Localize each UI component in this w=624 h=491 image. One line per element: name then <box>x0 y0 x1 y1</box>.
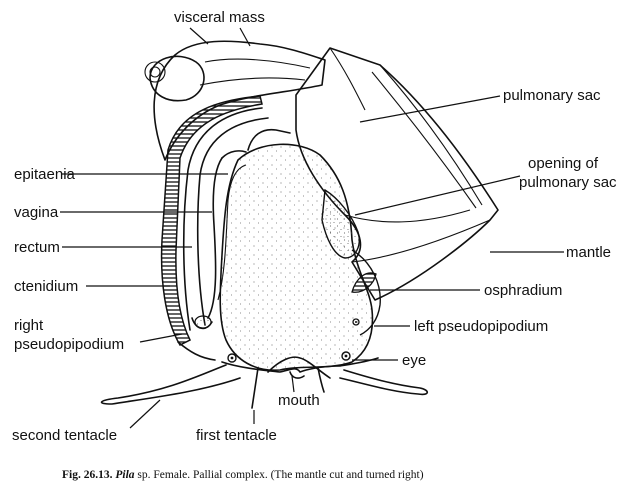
label-left-pseudopipodium: left pseudopipodium <box>414 318 548 335</box>
label-vagina: vagina <box>14 204 59 221</box>
caption-species: Pila <box>115 469 134 481</box>
label-mantle: mantle <box>566 244 611 261</box>
label-epitaenia: epitaenia <box>14 166 76 183</box>
label-right-line1: right <box>14 317 44 334</box>
label-pulmonary-sac: pulmonary sac <box>503 87 601 104</box>
labels: visceral mass pulmonary sac opening of p… <box>12 9 617 444</box>
ctenidium-shape <box>160 95 263 346</box>
mantle-flap <box>295 47 499 301</box>
label-second-tentacle: second tentacle <box>12 427 117 444</box>
label-right-line2: pseudopipodium <box>14 336 124 353</box>
label-mouth: mouth <box>278 392 320 409</box>
label-opening-line1: opening of <box>528 155 599 172</box>
label-rectum: rectum <box>14 239 60 256</box>
specimen-drawing <box>100 40 499 409</box>
head-region <box>100 318 429 409</box>
label-osphradium: osphradium <box>484 282 562 299</box>
caption-fig-number: Fig. 26.13. <box>62 469 113 481</box>
label-first-tentacle: first tentacle <box>196 427 277 444</box>
label-opening-line2: pulmonary sac <box>519 174 617 191</box>
label-eye: eye <box>402 352 426 369</box>
foot-body <box>219 143 381 371</box>
figure-caption: Fig. 26.13. Pila sp. Female. Pallial com… <box>62 469 424 481</box>
label-visceral-mass: visceral mass <box>174 9 265 26</box>
label-ctenidium: ctenidium <box>14 278 78 295</box>
leader-lines <box>60 27 564 429</box>
caption-rest: sp. Female. Pallial complex. (The mantle… <box>135 469 424 481</box>
